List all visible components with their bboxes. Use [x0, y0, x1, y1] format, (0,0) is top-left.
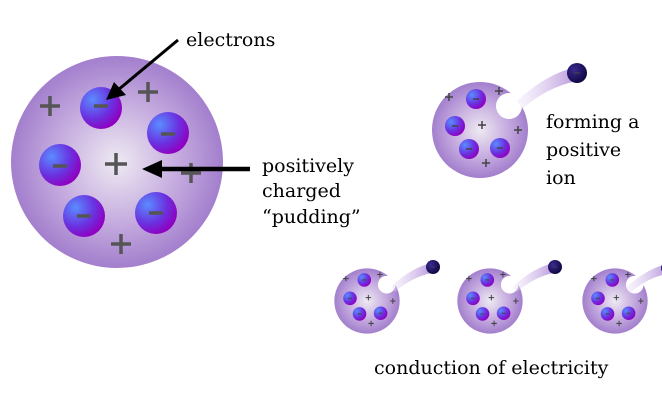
conduction-atoms [333, 259, 662, 335]
electron [39, 144, 81, 186]
conduction-label: conduction of electricity [374, 357, 609, 379]
pudding-arrow [142, 160, 250, 178]
electrons-arrow [106, 38, 179, 100]
escaping-electron [512, 259, 563, 293]
escaping-electron [516, 62, 588, 110]
pudding-label-line3: “pudding” [262, 206, 361, 228]
ion-label-line2: positive [546, 139, 621, 161]
escaping-electron [390, 259, 441, 293]
electrons-label: electrons [186, 29, 275, 51]
plum-pudding-atom [11, 56, 223, 268]
electron [147, 112, 189, 154]
electrons-group [39, 87, 189, 237]
ion-label-line1: forming a [546, 111, 639, 133]
conduction-atom [333, 267, 401, 335]
electron [63, 195, 105, 237]
ion-label-line3: ion [546, 167, 576, 189]
electron [135, 192, 177, 234]
conduction-atom [456, 267, 524, 335]
plus-signs [40, 82, 201, 254]
pudding-label-line2: charged [262, 180, 341, 202]
pudding-label-line1: positively [262, 155, 354, 177]
